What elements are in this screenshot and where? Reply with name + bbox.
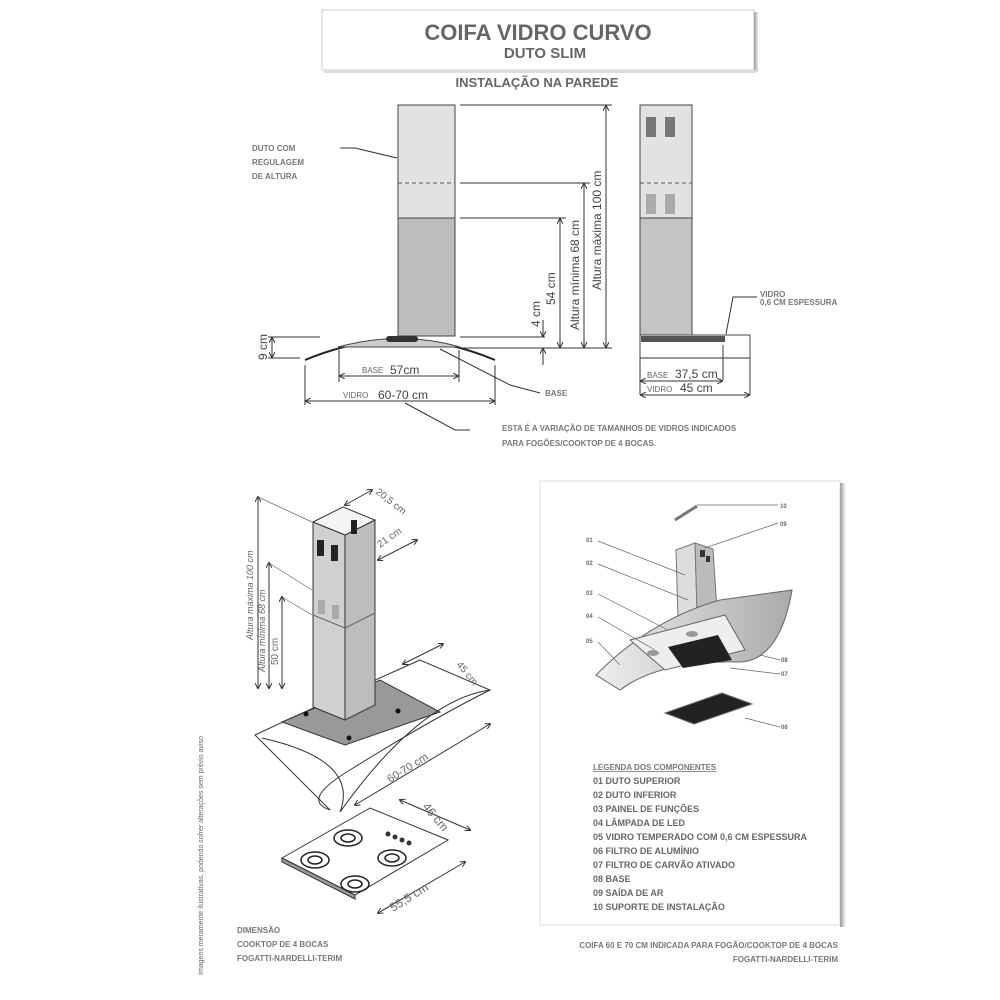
side-glass-label-2: 0,6 CM ESPESSURA (760, 298, 838, 307)
legend-item: 07 FILTRO DE CARVÃO ATIVADO (593, 860, 735, 870)
legend-item: 10 SUPORTE DE INSTALAÇÃO (593, 902, 725, 912)
cooktop-depth: 46 cm (420, 800, 452, 834)
legend-item: 05 VIDRO TEMPERADO COM 0,6 CM ESPESSURA (593, 832, 808, 842)
glass-note-1: ESTA É A VARIAÇÃO DE TAMANHOS DE VIDROS … (502, 424, 737, 433)
legend-item: 06 FILTRO DE ALUMÍNIO (593, 846, 699, 856)
exploded-caption-1: COIFA 60 E 70 CM INDICADA PARA FOGÃO/COO… (579, 941, 838, 950)
svg-text:03: 03 (586, 591, 593, 597)
front-view-drawing (268, 104, 612, 431)
svg-text:DE ALTURA: DE ALTURA (252, 172, 298, 181)
svg-text:05: 05 (586, 639, 593, 645)
svg-text:REGULAGEM: REGULAGEM (252, 158, 304, 167)
page-subtitle: DUTO SLIM (504, 45, 586, 62)
iso-width-2: 21 cm (375, 526, 404, 551)
iso-caption-3: FOGATTI-NARDELLI-TERIM (237, 954, 343, 963)
glass-value: 60-70 cm (378, 388, 428, 402)
base-word: BASE (362, 366, 383, 375)
iso-view-drawing (254, 490, 490, 913)
iso-glass-width: 60-70 cm (385, 751, 430, 785)
legend-item: 01 DUTO SUPERIOR (593, 776, 681, 786)
exploded-callouts: 01 02 03 04 05 06 07 08 09 10 (586, 504, 788, 731)
section-title: INSTALAÇÃO NA PAREDE (456, 75, 619, 90)
legend-title: LEGENDA DOS COMPONENTES (593, 763, 717, 772)
svg-text:08: 08 (781, 658, 788, 664)
iso-caption-2: COOKTOP DE 4 BOCAS (237, 940, 329, 949)
side-glass-word: VIDRO (647, 385, 672, 394)
legend-item: 08 BASE (593, 874, 631, 884)
svg-text:DUTO COM: DUTO COM (252, 144, 296, 153)
svg-text:10: 10 (780, 504, 787, 510)
legend-item: 04 LÂMPADA DE LED (593, 817, 686, 828)
side-base-word: BASE (647, 371, 668, 380)
svg-text:01: 01 (586, 538, 593, 544)
side-glass-label-1: VIDRO (760, 290, 785, 299)
iso-min-height: Altura mínima 68 cm (257, 589, 267, 673)
cooktop-width: 55,5 cm (387, 880, 431, 914)
exploded-caption-2: FOGATTI-NARDELLI-TERIM (733, 955, 839, 964)
glass-word: VIDRO (343, 391, 368, 400)
base-callout: BASE (545, 389, 568, 398)
iso-height-50: 50 cm (270, 638, 281, 665)
iso-max-height: Altura máxima 100 cm (245, 550, 255, 641)
svg-text:06: 06 (781, 725, 788, 731)
svg-text:04: 04 (586, 614, 593, 620)
legend-item: 03 PAINEL DE FUNÇÕES (593, 804, 699, 814)
min-height-label: Altura mínima 68 cm (568, 220, 582, 330)
exploded-view-panel (539, 480, 846, 927)
legend-list: 01 DUTO SUPERIOR 02 DUTO INFERIOR 03 PAI… (593, 776, 808, 912)
height-9-label: 9 cm (256, 334, 270, 360)
height-4-label: 4 cm (529, 301, 543, 327)
side-base-value: 37,5 cm (675, 367, 718, 381)
svg-text:02: 02 (586, 561, 593, 567)
glass-note-2: PARA FOGÕES/COOKTOP DE 4 BOCAS. (502, 439, 656, 448)
title-box: COIFA VIDRO CURVO DUTO SLIM (321, 9, 759, 73)
svg-text:09: 09 (780, 522, 787, 528)
iso-caption-1: DIMENSÃO (237, 926, 280, 935)
base-value: 57cm (390, 363, 419, 377)
iso-width-1: 20,5 cm (373, 487, 408, 518)
max-height-label: Altura máxima 100 cm (590, 171, 604, 290)
page-title: COIFA VIDRO CURVO (424, 20, 651, 45)
svg-text:07: 07 (781, 672, 788, 678)
disclaimer: Imagens meramente ilustrativas, podendo … (198, 736, 205, 975)
side-glass-value: 45 cm (680, 381, 713, 395)
side-view-drawing (639, 104, 757, 395)
legend-item: 09 SAÍDA DE AR (593, 888, 664, 898)
legend-item: 02 DUTO INFERIOR (593, 790, 677, 800)
duct-label: DUTO COM REGULAGEM DE ALTURA (252, 144, 304, 181)
height-54-label: 54 cm (544, 272, 558, 305)
